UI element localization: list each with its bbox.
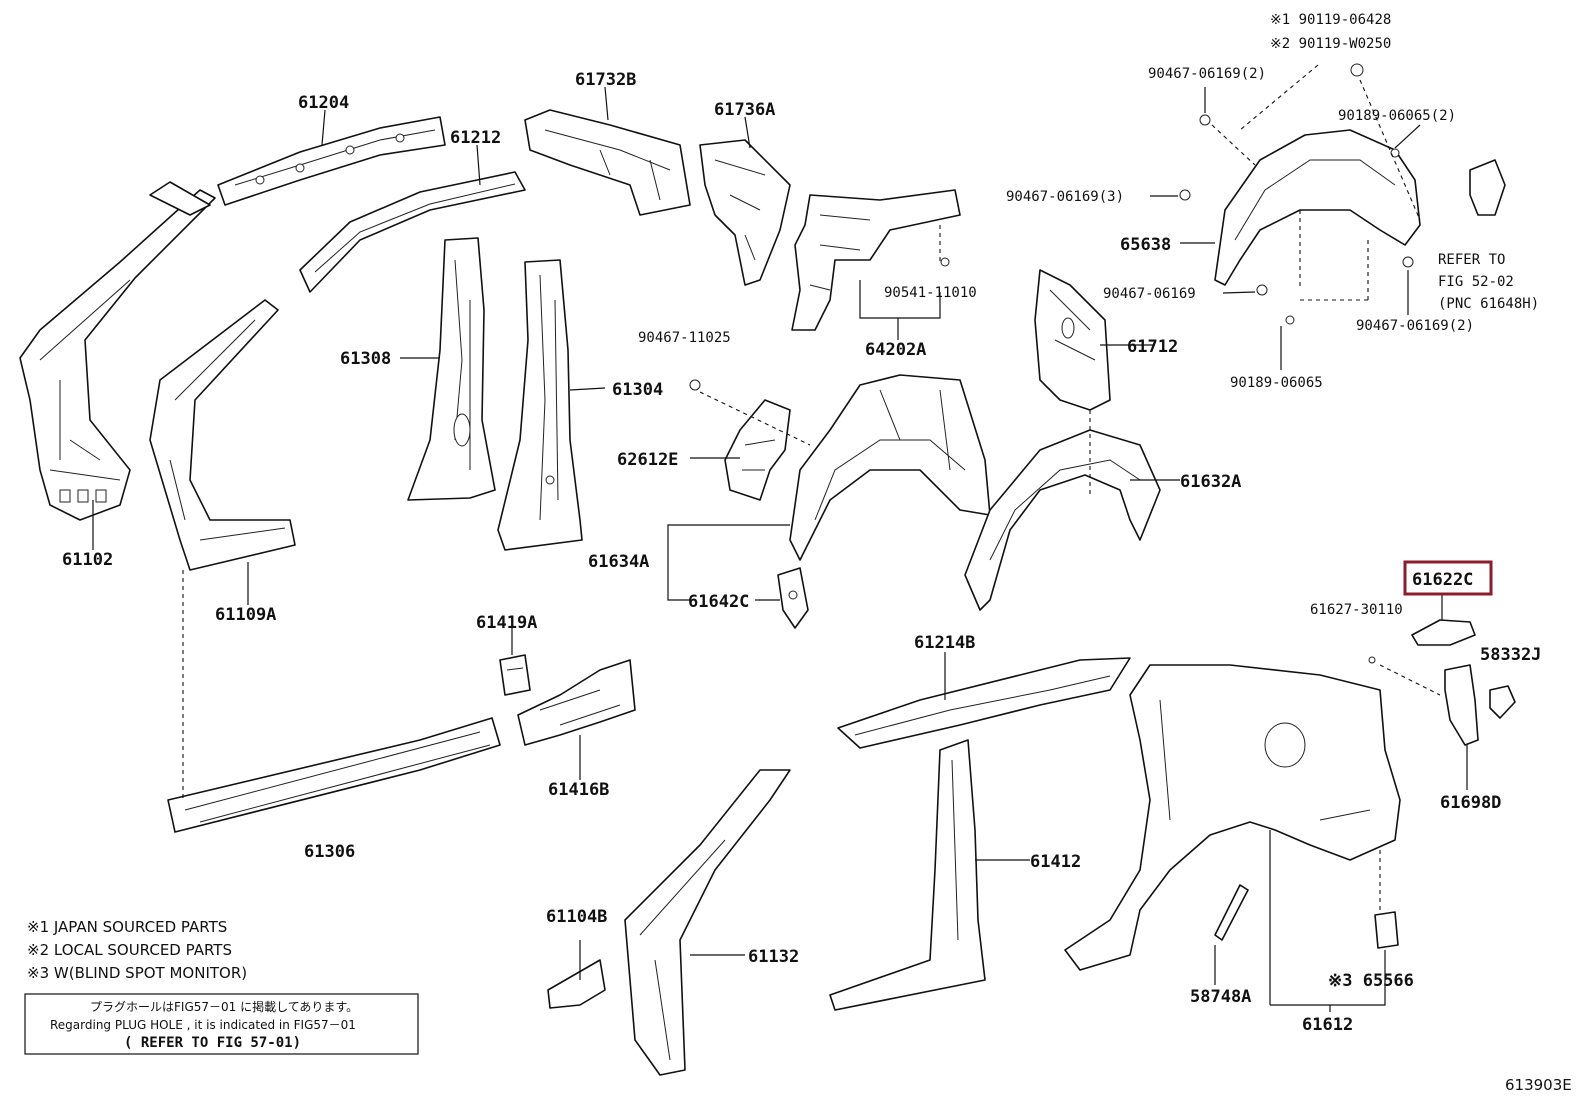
part-58332j[interactable] <box>1489 685 1516 719</box>
note-blind-spot: ※3 W(BLIND SPOT MONITOR) <box>27 964 247 982</box>
label-61622c[interactable]: 61622C <box>1412 570 1473 590</box>
label-61627-30110[interactable]: 61627-30110 <box>1310 602 1403 618</box>
label-90467-06169-3[interactable]: 90467-06169(3) <box>1006 189 1124 205</box>
part-65566[interactable] <box>1374 911 1399 949</box>
part-61204[interactable] <box>217 116 446 206</box>
part-61104b[interactable] <box>547 959 606 1009</box>
refer-to-line3[interactable]: (PNC 61648H) <box>1438 296 1539 312</box>
fasteners <box>689 63 1414 664</box>
part-61698d[interactable] <box>1444 664 1479 746</box>
part-61212[interactable] <box>299 171 526 293</box>
part-61712[interactable] <box>1034 269 1111 411</box>
plug-hole-note-box <box>24 993 419 1055</box>
label-61214b[interactable]: 61214B <box>914 633 975 653</box>
label-61634a[interactable]: 61634A <box>588 552 649 572</box>
part-61612[interactable] <box>1064 664 1401 971</box>
part-61132[interactable] <box>624 769 791 1076</box>
part-61622c[interactable] <box>1411 619 1476 646</box>
label-64202a[interactable]: 64202A <box>865 340 926 360</box>
part-61732b[interactable] <box>524 109 691 216</box>
leader-lines <box>92 86 1468 1012</box>
dashed-lines <box>182 64 1441 910</box>
note-local-sourced: ※2 LOCAL SOURCED PARTS <box>27 941 232 959</box>
part-61304[interactable] <box>497 259 583 551</box>
label-61102[interactable]: 61102 <box>62 550 113 570</box>
part-61214b[interactable] <box>837 657 1131 749</box>
label-65566[interactable]: ※3 65566 <box>1328 971 1414 991</box>
part-61109a[interactable] <box>149 299 296 571</box>
bracket-61648h[interactable] <box>1469 159 1506 216</box>
label-61308[interactable]: 61308 <box>340 349 391 369</box>
label-90189-06065[interactable]: 90189-06065 <box>1230 375 1323 391</box>
part-61416b[interactable] <box>517 659 636 746</box>
part-labels: 61204 61212 61732B 61736A 61308 61304 61… <box>62 12 1541 1035</box>
label-61104b[interactable]: 61104B <box>546 907 607 927</box>
label-61109a[interactable]: 61109A <box>215 605 276 625</box>
label-61712[interactable]: 61712 <box>1127 337 1178 357</box>
label-61632a[interactable]: 61632A <box>1180 472 1241 492</box>
part-61306[interactable] <box>167 717 501 833</box>
plug-hole-refer-link[interactable]: ( REFER TO FIG 57-01) <box>124 1035 301 1051</box>
label-61698d[interactable]: 61698D <box>1440 793 1501 813</box>
part-64202a[interactable] <box>791 189 961 331</box>
part-61736a[interactable] <box>699 139 791 286</box>
part-58748a[interactable] <box>1214 884 1249 941</box>
part-62612e[interactable] <box>724 399 791 501</box>
label-90467-06169-2a[interactable]: 90467-06169(2) <box>1148 66 1266 82</box>
label-61612[interactable]: 61612 <box>1302 1015 1353 1035</box>
part-61308[interactable] <box>407 237 496 501</box>
label-58748a[interactable]: 58748A <box>1190 987 1251 1007</box>
label-61416b[interactable]: 61416B <box>548 780 609 800</box>
label-90467-06169-2b[interactable]: 90467-06169(2) <box>1356 318 1474 334</box>
part-61419a[interactable] <box>499 654 531 696</box>
legend-notes: ※1 JAPAN SOURCED PARTS ※2 LOCAL SOURCED … <box>24 918 419 1055</box>
label-90189-06065-2[interactable]: 90189-06065(2) <box>1338 108 1456 124</box>
label-61732b[interactable]: 61732B <box>575 70 636 90</box>
part-61642c[interactable] <box>777 567 809 629</box>
refer-to-line1[interactable]: REFER TO <box>1438 252 1505 268</box>
part-61634a[interactable] <box>789 374 991 561</box>
label-61642c[interactable]: 61642C <box>688 592 749 612</box>
plug-hole-note-jp: プラグホールはFIG57－01 に掲載してあります。 <box>90 999 358 1014</box>
label-58332j[interactable]: 58332J <box>1480 645 1541 665</box>
part-61412[interactable] <box>829 739 986 1011</box>
refer-to-line2[interactable]: FIG 52-02 <box>1438 274 1514 290</box>
label-61412[interactable]: 61412 <box>1030 852 1081 872</box>
plug-hole-note-en: Regarding PLUG HOLE , it is indicated in… <box>50 1018 356 1032</box>
label-61419a[interactable]: 61419A <box>476 613 537 633</box>
label-90467-06169[interactable]: 90467-06169 <box>1103 286 1196 302</box>
label-61212[interactable]: 61212 <box>450 128 501 148</box>
label-62612e[interactable]: 62612E <box>617 450 678 470</box>
label-61306[interactable]: 61306 <box>304 842 355 862</box>
label-61132[interactable]: 61132 <box>748 947 799 967</box>
label-90541-11010[interactable]: 90541-11010 <box>884 285 977 301</box>
part-61102[interactable] <box>19 181 216 521</box>
label-90467-11025[interactable]: 90467-11025 <box>638 330 731 346</box>
label-61736a[interactable]: 61736A <box>714 100 775 120</box>
note-japan-sourced: ※1 JAPAN SOURCED PARTS <box>27 918 227 936</box>
label-61304[interactable]: 61304 <box>612 380 663 400</box>
highlight-box-61622c <box>1403 560 1493 596</box>
part-61632a[interactable] <box>964 429 1161 611</box>
label-90119-w0250[interactable]: ※2 90119-W0250 <box>1270 36 1391 52</box>
label-65638[interactable]: 65638 <box>1120 235 1171 255</box>
label-90119-06428[interactable]: ※1 90119-06428 <box>1270 12 1391 28</box>
diagram-id: 613903E <box>1505 1076 1572 1094</box>
part-65638[interactable] <box>1214 129 1421 286</box>
label-61204[interactable]: 61204 <box>298 93 349 113</box>
